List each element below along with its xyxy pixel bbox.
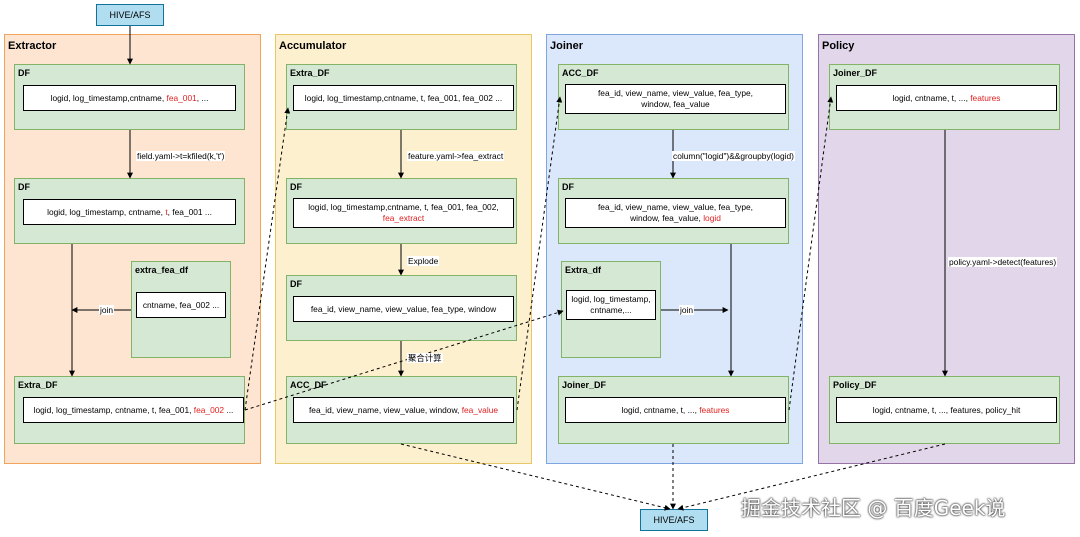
- joiner-df-fields: fea_id, view_name, view_value, fea_type,…: [565, 198, 786, 228]
- dashed-policy-to-sink: [677, 443, 946, 511]
- extractor-df-1-fields: logid, log_timestamp,cntname, fea_001, .…: [23, 85, 236, 111]
- accumulator-df-1-title: DF: [290, 182, 302, 192]
- accumulator-extra-df-fields: logid, log_timestamp,cntname, t, fea_001…: [293, 85, 514, 111]
- hive-afs-source-label: HIVE/AFS: [109, 10, 151, 20]
- extractor-extra-df-title: Extra_DF: [18, 380, 58, 390]
- extractor-df-1: DF logid, log_timestamp,cntname, fea_001…: [14, 64, 245, 130]
- accumulator-df-1: DF logid, log_timestamp,cntname, t, fea_…: [286, 178, 517, 244]
- accumulator-acc-df: ACC_DF fea_id, view_name, view_value, wi…: [286, 376, 517, 444]
- hive-afs-source-node: HIVE/AFS: [96, 4, 164, 26]
- lane-title-policy: Policy: [822, 40, 855, 52]
- edge-label-joiner-join: join: [679, 305, 695, 316]
- accumulator-extra-df-title: Extra_DF: [290, 68, 330, 78]
- policy-joiner-df: Joiner_DF logid, cntname, t, ..., featur…: [829, 64, 1060, 130]
- edge-label-field-yaml: field.yaml->t=kfiled(k,'t'): [136, 151, 226, 162]
- accumulator-extra-df: Extra_DF logid, log_timestamp,cntname, t…: [286, 64, 517, 130]
- accumulator-acc-df-fields: fea_id, view_name, view_value, window, f…: [293, 397, 514, 423]
- lane-title-accumulator: Accumulator: [279, 40, 347, 52]
- joiner-joiner-df-fields: logid, cntname, t, ..., features: [565, 397, 786, 423]
- dashed-accumulator-to-joiner-extra: [244, 309, 564, 411]
- joiner-acc-df: ACC_DF fea_id, view_name, view_value, fe…: [558, 64, 789, 130]
- dashed-extractor-to-accumulator: [244, 107, 291, 411]
- accumulator-df-2-title: DF: [290, 279, 302, 289]
- extractor-df-2-fields: logid, log_timestamp, cntname, t, fea_00…: [23, 199, 236, 225]
- lane-title-extractor: Extractor: [8, 40, 57, 52]
- joiner-joiner-df: Joiner_DF logid, cntname, t, ..., featur…: [558, 376, 789, 444]
- policy-joiner-df-fields: logid, cntname, t, ..., features: [836, 85, 1057, 111]
- policy-policy-df: Policy_DF logid, cntname, t, ..., featur…: [829, 376, 1060, 444]
- edge-label-feature-yaml: feature.yaml->fea_extract: [407, 151, 505, 162]
- joiner-extra-df: Extra_df logid, log_timestamp,cntname,..…: [561, 261, 661, 358]
- extractor-extra-fea-df: extra_fea_df cntname, fea_002 ...: [131, 261, 231, 358]
- accumulator-acc-df-title: ACC_DF: [290, 380, 327, 390]
- extractor-extra-df: Extra_DF logid, log_timestamp, cntname, …: [14, 376, 245, 444]
- edge-label-policy-yaml: policy.yaml->detect(features): [948, 257, 1058, 268]
- policy-policy-df-fields: logid, cntname, t, ..., features, policy…: [836, 397, 1057, 423]
- accumulator-df-1-fields: logid, log_timestamp,cntname, t, fea_001…: [293, 198, 514, 228]
- extractor-extra-fea-df-title: extra_fea_df: [135, 265, 189, 275]
- policy-policy-df-title: Policy_DF: [833, 380, 877, 390]
- joiner-df-title: DF: [562, 182, 574, 192]
- extractor-df-1-title: DF: [18, 68, 30, 78]
- edge-label-explode: Explode: [407, 256, 440, 267]
- joiner-extra-df-title: Extra_df: [565, 265, 602, 275]
- dashed-accumulator-to-joiner-acc: [516, 96, 563, 411]
- lane-title-joiner: Joiner: [550, 40, 584, 52]
- extractor-extra-fea-df-fields: cntname, fea_002 ...: [136, 292, 226, 318]
- edge-label-aggregate: 聚合计算: [407, 353, 443, 364]
- accumulator-df-2-fields: fea_id, view_name, view_value, fea_type,…: [293, 296, 514, 322]
- dashed-accumulator-to-sink: [400, 443, 671, 511]
- accumulator-df-2: DF fea_id, view_name, view_value, fea_ty…: [286, 275, 517, 341]
- edge-label-extractor-join: join: [99, 305, 115, 316]
- watermark-text: 掘金技术社区 @ 百度Geek说: [741, 496, 1006, 520]
- hive-afs-sink-label: HIVE/AFS: [653, 515, 695, 525]
- extractor-df-2-title: DF: [18, 182, 30, 192]
- joiner-acc-df-fields: fea_id, view_name, view_value, fea_type,…: [565, 84, 786, 114]
- dashed-joiner-to-policy: [788, 96, 834, 411]
- joiner-joiner-df-title: Joiner_DF: [562, 380, 607, 390]
- extractor-df-2: DF logid, log_timestamp, cntname, t, fea…: [14, 178, 245, 244]
- edge-label-groupby: column("logid")&&groupby(logid): [672, 151, 795, 162]
- joiner-extra-df-fields: logid, log_timestamp,cntname,...: [566, 290, 656, 320]
- joiner-df: DF fea_id, view_name, view_value, fea_ty…: [558, 178, 789, 244]
- joiner-acc-df-title: ACC_DF: [562, 68, 599, 78]
- extractor-extra-df-fields: logid, log_timestamp, cntname, t, fea_00…: [23, 397, 244, 423]
- policy-joiner-df-title: Joiner_DF: [833, 68, 878, 78]
